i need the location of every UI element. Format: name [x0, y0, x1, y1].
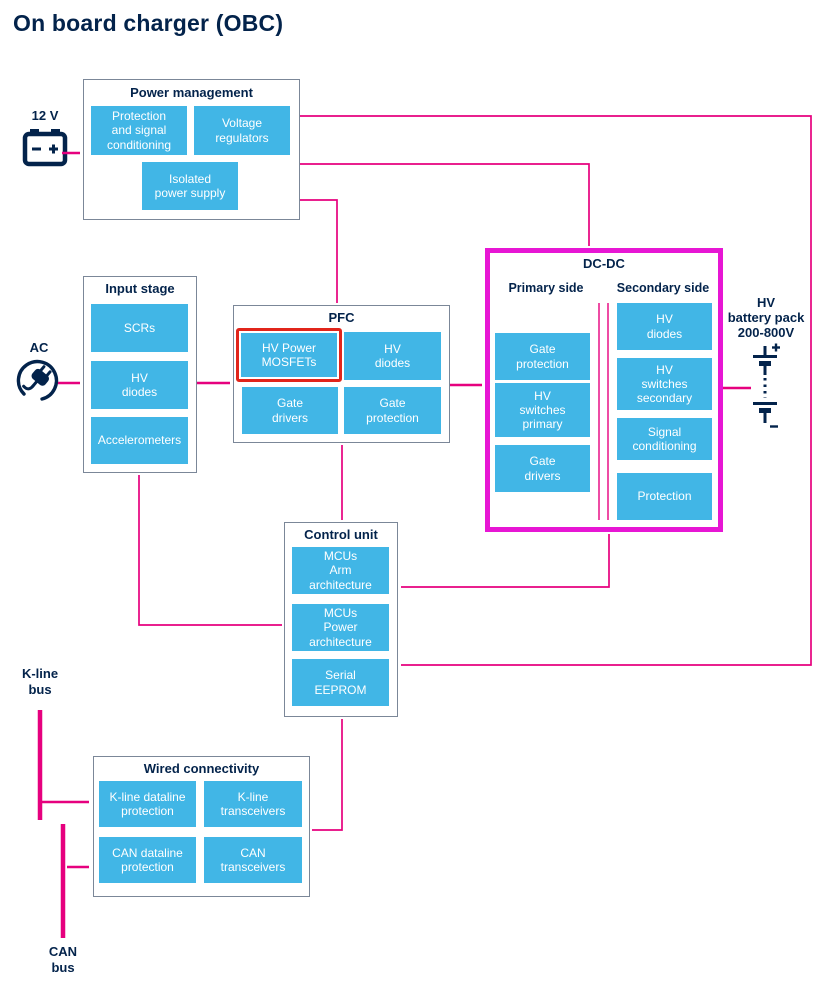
- block-dcdc-gate-drivers[interactable]: Gate drivers: [495, 445, 590, 492]
- block-signal-conditioning[interactable]: Signal conditioning: [617, 418, 712, 460]
- block-voltage-regulators[interactable]: Voltage regulators: [194, 106, 290, 155]
- block-accelerometers[interactable]: Accelerometers: [91, 417, 188, 464]
- group-control-unit: Control unit MCUs Arm architecture MCUs …: [284, 522, 398, 717]
- ac-label: AC: [29, 340, 49, 355]
- connector-control-unit-wired-connectivity: [312, 719, 343, 831]
- block-can-dataline-protection[interactable]: CAN dataline protection: [99, 837, 196, 883]
- block-dcdc-protection[interactable]: Protection: [617, 473, 712, 520]
- block-pfc-hv-diodes[interactable]: HV diodes: [344, 332, 441, 380]
- can-bus-label: CAN bus: [48, 944, 78, 975]
- group-title-pfc: PFC: [328, 310, 355, 325]
- block-mcus-arm-architecture[interactable]: MCUs Arm architecture: [292, 547, 389, 594]
- block-pfc-gate-drivers[interactable]: Gate drivers: [242, 387, 338, 434]
- group-title-input-stage: Input stage: [105, 281, 175, 296]
- group-wired-connectivity: Wired connectivity K-line dataline prote…: [93, 756, 310, 897]
- block-kline-dataline-protection[interactable]: K-line dataline protection: [99, 781, 196, 827]
- dcdc-secondary-side-header: Secondary side: [616, 281, 710, 295]
- block-dcdc-gate-protection[interactable]: Gate protection: [495, 333, 590, 380]
- block-can-transceivers[interactable]: CAN transceivers: [204, 837, 302, 883]
- block-dcdc-hv-diodes[interactable]: HV diodes: [617, 303, 712, 350]
- block-hv-switches-secondary[interactable]: HV switches secondary: [617, 358, 712, 410]
- block-serial-eeprom[interactable]: Serial EEPROM: [292, 659, 389, 706]
- connector-power-management-to-pfc: [300, 199, 338, 303]
- connector-control-unit-input-stage: [138, 475, 282, 626]
- battery-12v-label: 12 V: [31, 108, 59, 123]
- group-title-power-management: Power management: [130, 85, 253, 100]
- block-protection-and-signal-conditioning[interactable]: Protection and signal conditioning: [91, 106, 187, 155]
- group-dcdc: DC-DC Primary side Secondary side Gate p…: [485, 248, 723, 532]
- hv-battery-stack-icon: [753, 343, 780, 428]
- block-input-hv-diodes[interactable]: HV diodes: [91, 361, 188, 409]
- group-power-management: Power management Protection and signal c…: [83, 79, 300, 220]
- group-title-control-unit: Control unit: [304, 527, 378, 542]
- block-pfc-gate-protection[interactable]: Gate protection: [344, 387, 441, 434]
- block-hv-power-mosfets[interactable]: HV Power MOSFETs: [241, 333, 337, 377]
- dcdc-primary-side-header: Primary side: [508, 281, 584, 295]
- group-title-wired-connectivity: Wired connectivity: [143, 761, 260, 776]
- group-input-stage: Input stage SCRs HV diodes Accelerometer…: [83, 276, 197, 473]
- group-title-dcdc: DC-DC: [583, 256, 625, 271]
- hv-battery-pack-label: HV battery pack 200-800V: [727, 295, 805, 340]
- block-isolated-power-supply[interactable]: Isolated power supply: [142, 162, 238, 210]
- kline-bus-label: K-line bus: [21, 666, 59, 697]
- ac-plug-icon: [16, 359, 59, 401]
- group-pfc: PFC HV Power MOSFETs HV diodes Gate driv…: [233, 305, 450, 443]
- block-mcus-power-architecture[interactable]: MCUs Power architecture: [292, 604, 389, 651]
- highlight-hv-power-mosfets: HV Power MOSFETs: [236, 328, 342, 382]
- connector-power-management-to-dcdc: [300, 163, 590, 246]
- block-scrs[interactable]: SCRs: [91, 304, 188, 352]
- connector-dcdc-control-unit: [401, 534, 610, 588]
- block-kline-transceivers[interactable]: K-line transceivers: [204, 781, 302, 827]
- block-hv-switches-primary[interactable]: HV switches primary: [495, 383, 590, 437]
- battery-12v-icon: [22, 129, 68, 167]
- page-title: On board charger (OBC): [13, 10, 284, 36]
